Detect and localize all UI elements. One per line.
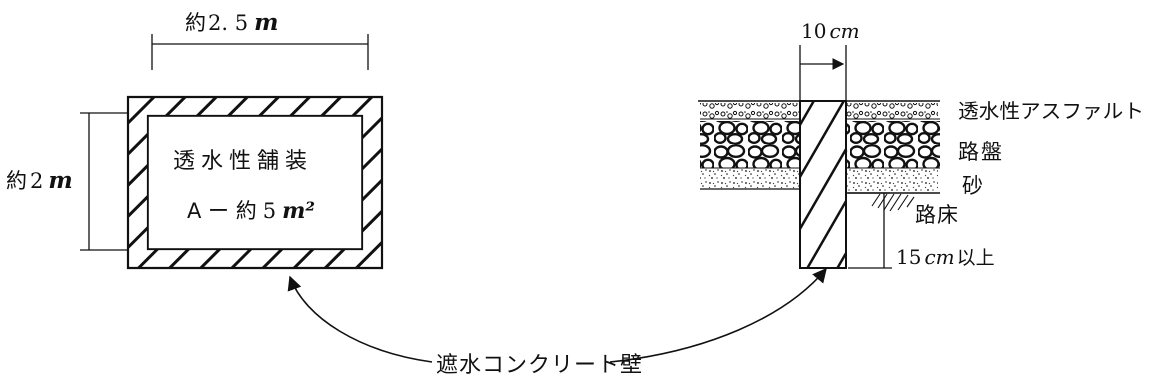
gravel-layer-left <box>700 121 800 168</box>
asphalt-layer-right <box>846 103 938 119</box>
label-subgrade: 路床 <box>915 203 959 227</box>
callout: 遮水コンクリート壁 <box>287 267 827 378</box>
subgrade-hatch <box>871 193 915 212</box>
sand-layer-left <box>700 169 800 189</box>
asphalt-layer-left <box>700 103 800 119</box>
sand-layer-right <box>846 169 938 191</box>
label-roadbed-base: 路盤 <box>958 140 1004 164</box>
gravel-layer-right <box>846 121 940 168</box>
label-permeable-asphalt: 透水性アスファルト <box>958 99 1144 123</box>
callout-arrow-right <box>609 267 827 363</box>
section-concrete-wall <box>799 100 847 269</box>
label-sand: 砂 <box>962 174 983 198</box>
callout-label: 遮水コンクリート壁 <box>436 353 643 378</box>
plan-pavement-area <box>147 115 363 250</box>
plan-pavement-title: 透水性舗装 <box>173 149 313 174</box>
callout-arrow-left <box>287 275 433 363</box>
